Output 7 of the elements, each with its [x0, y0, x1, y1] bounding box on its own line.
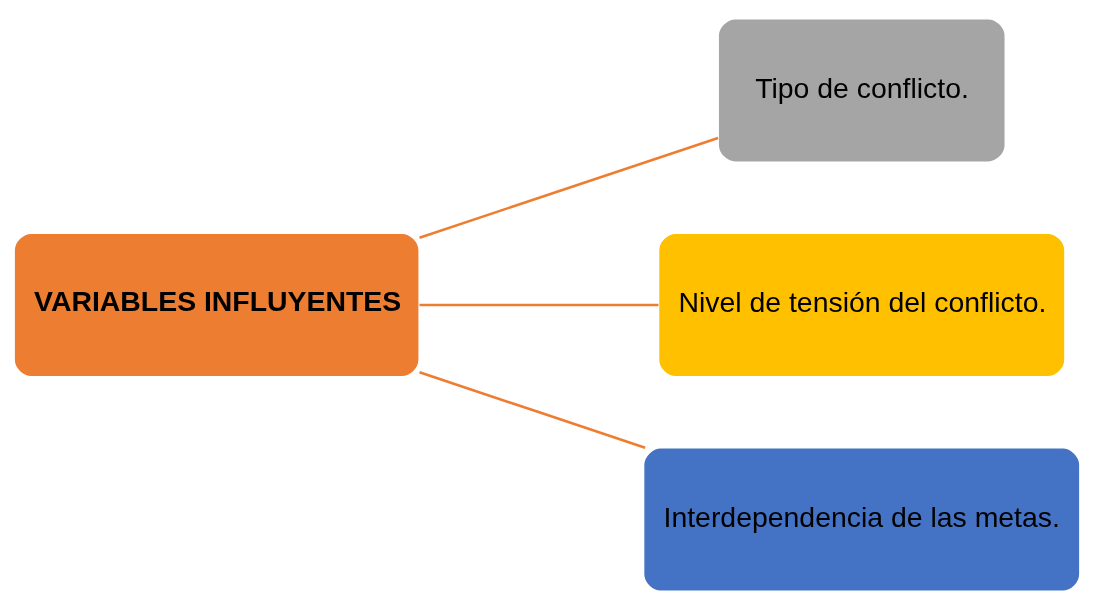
node-box: Nivel de tensión del conflicto.: [657, 232, 1066, 377]
connector: [419, 136, 719, 239]
connector: [419, 303, 659, 306]
node-box: VARIABLES INFLUYENTES: [13, 232, 420, 377]
node-box: Tipo de conflicto.: [717, 17, 1006, 163]
connector: [419, 370, 646, 449]
node-box: Interdependencia de las metas.: [642, 446, 1081, 592]
